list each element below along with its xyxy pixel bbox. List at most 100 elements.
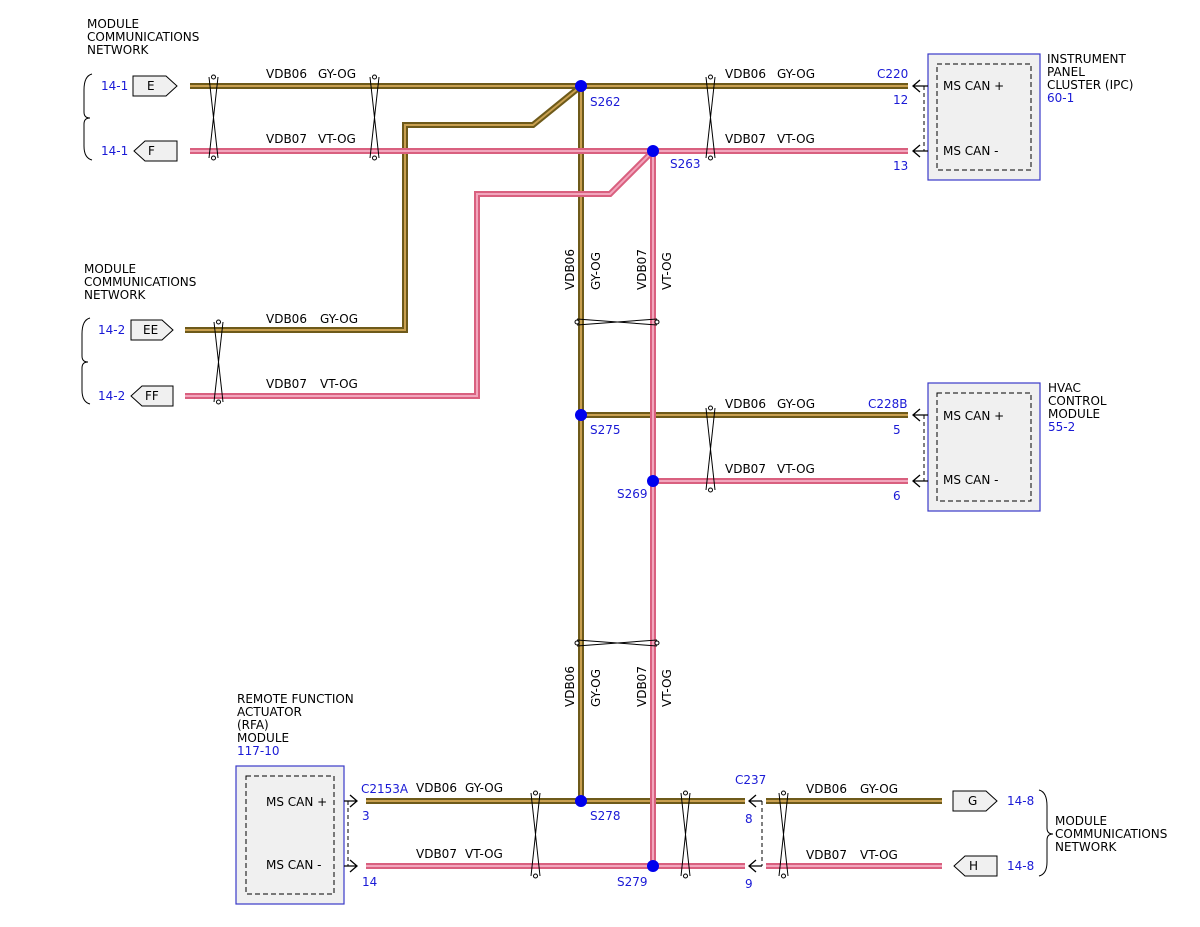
twist-marker-vertical-2 (574, 639, 660, 647)
pin-arrow-icon (912, 144, 928, 158)
splice-label-s275: S275 (590, 423, 621, 437)
wire-circuit-label-vertical: VDB07 (635, 249, 649, 290)
pin-arrows (344, 79, 928, 873)
pin-number: 8 (745, 812, 753, 826)
module-pin-label: MS CAN - (943, 473, 999, 487)
pin-arrow-icon (748, 859, 762, 873)
connector-ref: 14-8 (1007, 859, 1034, 873)
module-title-line: CONTROL (1048, 394, 1107, 408)
connector-g-shape (952, 790, 998, 812)
wire-color-label: GY-OG (777, 397, 815, 411)
module-rfa: REMOTE FUNCTION ACTUATOR (RFA) MODULE 11… (235, 692, 409, 905)
connector-g-label: G (968, 794, 977, 808)
module-pin-label: MS CAN - (266, 858, 322, 872)
splice-s279 (647, 860, 659, 872)
network-title-line: COMMUNICATIONS (84, 275, 196, 289)
twist-marker-bottom-1 (530, 790, 541, 879)
module-title-line: CLUSTER (IPC) (1047, 78, 1133, 92)
twist-marker-hvac (705, 405, 716, 493)
wire-circuit-label-vertical: VDB06 (563, 666, 577, 707)
pin-arrow-icon (912, 474, 928, 488)
connector-ref: 14-2 (98, 389, 125, 403)
connector-ref: 14-8 (1007, 794, 1034, 808)
pin-arrow-icon (344, 794, 358, 808)
module-title-line: INSTRUMENT (1047, 52, 1126, 66)
network-bottom-right: G H 14-8 14-8 MODULE COMMUNICATIONS NETW… (952, 789, 1167, 877)
wire-vdb06-gy-og (185, 83, 583, 333)
network-mid-left: MODULE COMMUNICATIONS NETWORK 14-2 14-2 … (81, 262, 196, 407)
network-title-line: MODULE (84, 262, 136, 276)
connector-ref: 14-2 (98, 323, 125, 337)
wire-color-label: GY-OG (318, 67, 356, 81)
module-ipc: MS CAN + MS CAN - C220 12 13 INSTRUMENT … (877, 52, 1133, 181)
module-ref: 55-2 (1048, 420, 1075, 434)
pin-number: 13 (893, 159, 908, 173)
twist-marker-mid-left (213, 319, 224, 405)
connector-ee-shape (130, 319, 174, 341)
splice-label-s262: S262 (590, 95, 621, 109)
wire-color-label: GY-OG (320, 312, 358, 326)
connector-name: C220 (877, 67, 908, 81)
wire-circuit-label-vertical: VDB07 (635, 666, 649, 707)
wire-circuit-label: VDB07 (725, 462, 766, 476)
pin-number: 12 (893, 93, 908, 107)
pin-number: 9 (745, 877, 753, 891)
connector-h-label: H (969, 859, 978, 873)
wire-color-label: GY-OG (860, 782, 898, 796)
connector-ff-shape (130, 385, 174, 407)
wire-layer (185, 83, 942, 869)
network-brace (83, 73, 93, 161)
wire-color-label: GY-OG (777, 67, 815, 81)
module-ipc-box (927, 53, 1041, 181)
network-brace (81, 317, 91, 405)
wire-circuit-label: VDB07 (266, 377, 307, 391)
twist-marker-top-right (705, 74, 716, 161)
wire-color-label: VT-OG (465, 847, 503, 861)
wire-color-label-vertical: GY-OG (589, 669, 603, 707)
connector-f-label: F (148, 144, 155, 158)
wire-circuit-label: VDB07 (806, 848, 847, 862)
wire-color-label-vertical: GY-OG (589, 252, 603, 290)
pin-number: 6 (893, 489, 901, 503)
connector-f-shape (133, 140, 178, 162)
wire-circuit-label: VDB06 (806, 782, 847, 796)
splice-s269 (647, 475, 659, 487)
splice-label-s278: S278 (590, 809, 621, 823)
twisted-pair-markers (208, 74, 789, 879)
wire-circuit-label: VDB07 (416, 847, 457, 861)
connector-e-label: E (147, 79, 155, 93)
wire-vdb06-gy-og-stripe (185, 85, 582, 331)
module-title-line: HVAC (1048, 381, 1081, 395)
module-rfa-inner (245, 775, 335, 895)
splice-s262 (575, 80, 587, 92)
network-top-left: MODULE COMMUNICATIONS NETWORK 14-1 14-1 … (83, 17, 199, 162)
module-ref: 117-10 (237, 744, 280, 758)
connector-ee-label: EE (143, 323, 158, 337)
module-hvac-inner (936, 392, 1032, 502)
network-title-line: COMMUNICATIONS (87, 30, 199, 44)
wire-circuit-label: VDB07 (266, 132, 307, 146)
wire-circuit-label: VDB07 (725, 132, 766, 146)
network-title-line: NETWORK (1055, 840, 1118, 854)
pin-arrow-icon (344, 859, 358, 873)
wire-circuit-label: VDB06 (725, 67, 766, 81)
wire-color-label: VT-OG (318, 132, 356, 146)
twist-marker-top-left-2 (369, 74, 380, 161)
network-title-line: MODULE (87, 17, 139, 31)
twist-marker-vertical-1 (574, 318, 660, 326)
pin-number: 5 (893, 423, 901, 437)
network-brace (1038, 789, 1054, 877)
wire-color-label: VT-OG (777, 462, 815, 476)
connector-name: C2153A (361, 782, 409, 796)
connector-ref: 14-1 (101, 144, 128, 158)
splice-label-s263: S263 (670, 157, 701, 171)
wire-color-label: VT-OG (777, 132, 815, 146)
wire-circuit-label-vertical: VDB06 (563, 249, 577, 290)
connector-ref: 14-1 (101, 79, 128, 93)
pin-arrow-icon (912, 79, 928, 93)
wire-circuit-label: VDB06 (725, 397, 766, 411)
splice-s263 (647, 145, 659, 157)
module-pin-label: MS CAN + (943, 409, 1004, 423)
network-title-line: NETWORK (84, 288, 147, 302)
module-title-line: PANEL (1047, 65, 1085, 79)
